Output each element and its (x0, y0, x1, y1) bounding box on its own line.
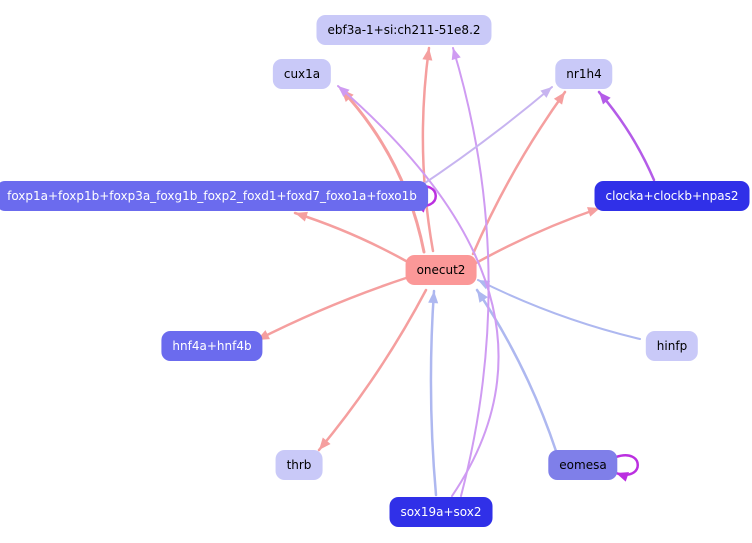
edge-onecut2-ebf3a (421, 46, 435, 253)
edge-sox19a-cux1a-arrowhead (338, 86, 350, 97)
edge-onecut2-foxp1a-arrowhead (295, 211, 308, 222)
edge-onecut2-clocka-arrowhead (587, 207, 600, 217)
node-nr1h4: nr1h4 (555, 59, 613, 89)
edge-onecut2-ebf3a-arrowhead (422, 48, 433, 61)
edge-eomesa-eomesa-self-loop-arrowhead (616, 472, 629, 482)
edge-onecut2-thrb (317, 288, 428, 452)
edge-sox19a-ebf3a-arrowhead (451, 48, 461, 61)
edge-onecut2-nr1h4-arrowhead (553, 92, 565, 105)
edge-eomesa-eomesa-self-loop (614, 454, 639, 476)
edge-sox19a-onecut2 (429, 289, 438, 497)
node-hnf4a: hnf4a+hnf4b (161, 331, 263, 361)
node-eomesa: eomesa (548, 450, 618, 480)
edge-hinfp-onecut2-arrowhead (478, 280, 491, 290)
edge-onecut2-nr1h4 (471, 90, 567, 256)
node-onecut2: onecut2 (405, 255, 477, 285)
edge-sox19a-cux1a (337, 85, 500, 497)
edge-onecut2-thrb-arrowhead (319, 437, 331, 450)
edge-clocka-nr1h4 (597, 90, 656, 182)
edge-clocka-nr1h4-arrowhead (599, 92, 611, 105)
node-clocka: clocka+clockb+npas2 (594, 181, 750, 211)
node-hinfp: hinfp (645, 331, 699, 361)
node-sox19a: sox19a+sox2 (389, 497, 493, 527)
edge-foxp1a-nr1h4-arrowhead (540, 87, 552, 98)
node-cux1a: cux1a (272, 59, 332, 89)
edge-sox19a-onecut2-arrowhead (428, 291, 439, 304)
edge-onecut2-cux1a (339, 87, 426, 254)
edge-sox19a-ebf3a (452, 47, 490, 497)
edge-foxp1a-nr1h4 (415, 86, 553, 190)
edge-hinfp-onecut2 (477, 279, 641, 340)
node-ebf3a: ebf3a-1+si:ch211-51e8.2 (316, 15, 492, 45)
edge-onecut2-clocka (474, 206, 602, 265)
node-thrb: thrb (275, 450, 323, 480)
edge-eomesa-onecut2-arrowhead (477, 290, 488, 303)
edge-onecut2-foxp1a (293, 211, 408, 263)
edge-onecut2-hnf4a (255, 276, 408, 342)
node-foxp1a: foxp1a+foxp1b+foxp3a_foxg1b_foxp2_foxd1+… (0, 181, 428, 211)
